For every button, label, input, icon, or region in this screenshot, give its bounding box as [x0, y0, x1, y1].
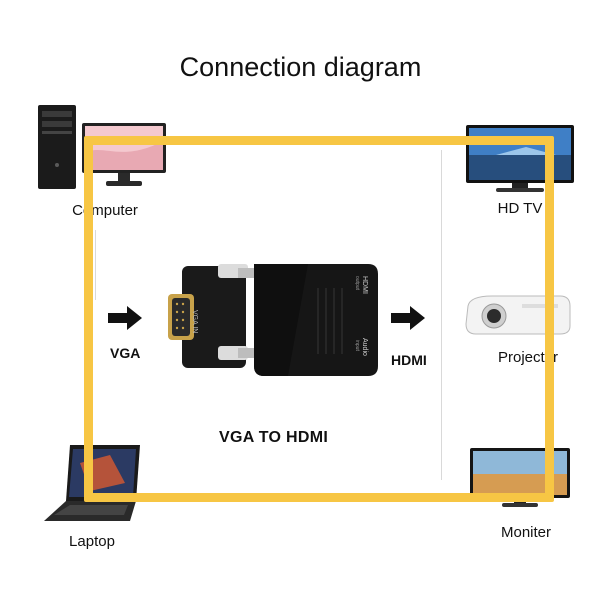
- projector-label: Projector: [497, 349, 559, 366]
- hdtv-label: HD TV: [497, 200, 543, 217]
- hdmi-port-sublabel: output: [354, 276, 360, 290]
- adapter-graphic: [168, 264, 378, 376]
- vga-in-port-label: VGA IN: [191, 310, 198, 334]
- audio-port-sublabel: input: [354, 340, 360, 351]
- input-arrow-icon: [108, 306, 142, 330]
- adapter-caption: VGA TO HDMI: [219, 429, 329, 446]
- diagram-title: Connection diagram: [179, 52, 422, 82]
- laptop-label: Laptop: [69, 533, 115, 550]
- vga-hdmi-adapter: VGA IN HDMI output Audio input: [168, 258, 380, 378]
- computer-tower-icon: [38, 105, 76, 189]
- right-divider: [441, 150, 442, 480]
- monitor-label: Moniter: [500, 524, 552, 541]
- highlight-frame: [84, 136, 554, 502]
- output-arrow-icon: [391, 306, 425, 330]
- output-label: HDMI: [391, 352, 427, 368]
- hdmi-port-label: HDMI: [361, 276, 368, 294]
- input-label: VGA: [110, 345, 141, 361]
- left-divider: [95, 230, 96, 300]
- projector-icon: [462, 292, 574, 338]
- computer-monitor-icon: [82, 123, 166, 189]
- audio-port-label: Audio: [361, 338, 368, 356]
